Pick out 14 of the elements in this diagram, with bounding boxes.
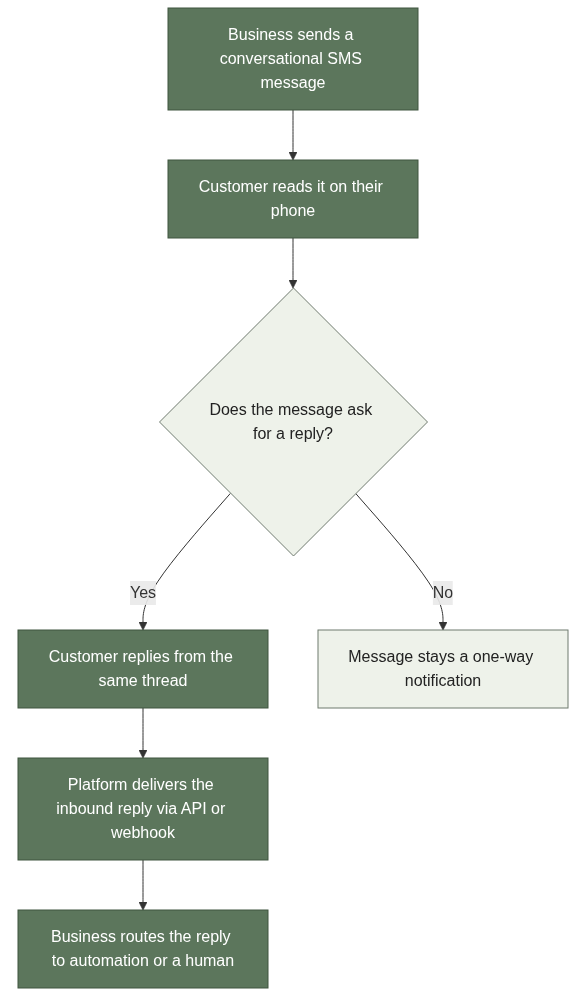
node-box: Business sends a conversational SMS message xyxy=(167,7,419,111)
node-box: Customer reads it on their phone xyxy=(167,159,419,239)
arrow xyxy=(138,707,148,759)
edge-label: No xyxy=(432,584,454,601)
node-box: Customer replies from the same thread xyxy=(17,629,269,709)
node-box: Message stays a one-way notification xyxy=(317,629,569,709)
node-box: Business routes the reply to automation or a human xyxy=(17,909,269,989)
arrow xyxy=(288,237,298,289)
arrow xyxy=(288,109,298,161)
node-diamond: Does the message ask for a reply? xyxy=(159,287,428,557)
arrow xyxy=(138,859,148,911)
edge-label: Yes xyxy=(129,584,157,601)
arrow xyxy=(355,492,448,631)
node-box: Platform delivers the inbound reply via API or webhook xyxy=(17,757,269,861)
